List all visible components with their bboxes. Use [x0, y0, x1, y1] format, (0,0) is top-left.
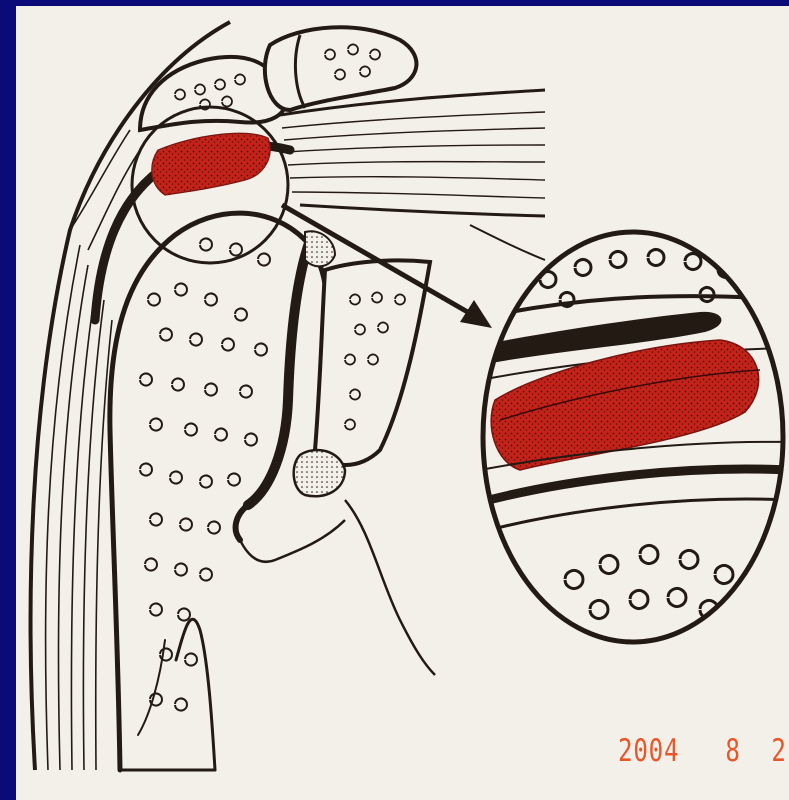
date-day: 21	[771, 733, 789, 769]
deltoid-muscle	[31, 22, 230, 770]
date-month: 8	[725, 733, 740, 769]
subacromial-bursa	[152, 133, 270, 195]
date-year: 2004	[618, 733, 679, 769]
joint-capsule	[95, 145, 310, 540]
date-stamp: 2004 8 21	[618, 733, 789, 769]
bone-texture	[140, 239, 270, 711]
glenoid-scapula	[240, 231, 435, 675]
callout-magnifier	[470, 232, 789, 642]
clavicle-bone	[265, 27, 417, 110]
